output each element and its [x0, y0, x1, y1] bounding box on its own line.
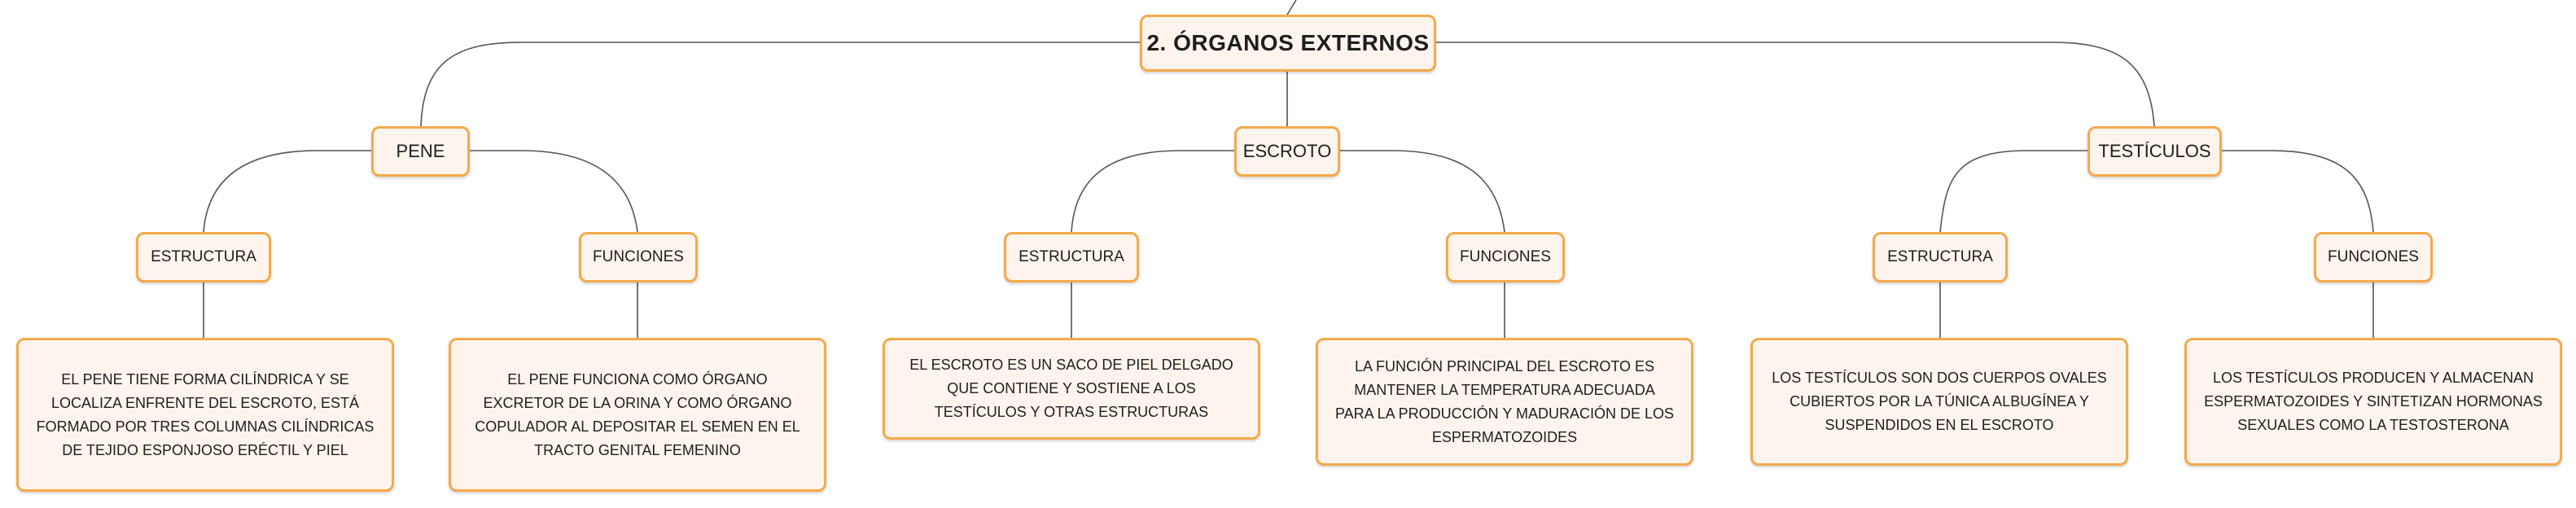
subtopic-label: ESTRUCTURA — [151, 248, 256, 265]
subtopic-pene-estructura[interactable]: ESTRUCTURA — [136, 232, 271, 282]
connector-testiculos-funciones — [2222, 150, 2374, 233]
subtopic-label: FUNCIONES — [1460, 248, 1551, 265]
detail-text: EL PENE TIENE FORMA CILÍNDRICA Y SE LOCA… — [36, 370, 375, 458]
root-label: 2. ÓRGANOS EXTERNOS — [1146, 30, 1430, 55]
connector-pene-estructura — [203, 150, 371, 233]
connector-root-testiculos — [1436, 42, 2155, 127]
detail-testiculos-funciones[interactable]: LOS TESTÍCULOS PRODUCEN Y ALMACENAN ESPE… — [2184, 338, 2562, 466]
subtopic-testiculos-estructura[interactable]: ESTRUCTURA — [1873, 232, 2008, 282]
connector-pene-funciones — [470, 150, 638, 233]
detail-escroto-estructura[interactable]: EL ESCROTO ES UN SACO DE PIEL DELGADO QU… — [883, 338, 1260, 440]
topic-label: PENE — [396, 141, 445, 161]
subtopic-escroto-estructura[interactable]: ESTRUCTURA — [1004, 232, 1139, 282]
detail-escroto-funciones[interactable]: LA FUNCIÓN PRINCIPAL DEL ESCROTO ES MANT… — [1316, 338, 1693, 466]
subtopic-label: ESTRUCTURA — [1019, 248, 1124, 265]
connector-root-parent — [1286, 0, 1297, 15]
subtopic-label: ESTRUCTURA — [1887, 248, 1993, 265]
detail-text: LOS TESTÍCULOS PRODUCEN Y ALMACENAN ESPE… — [2204, 370, 2543, 433]
root-node[interactable]: 2. ÓRGANOS EXTERNOS — [1140, 15, 1436, 72]
connector-escroto-funciones — [1340, 150, 1505, 233]
detail-text: EL PENE FUNCIONA COMO ÓRGANO EXCRETOR DE… — [475, 370, 800, 458]
topic-label: TESTÍCULOS — [2098, 141, 2211, 161]
subtopic-testiculos-funciones[interactable]: FUNCIONES — [2314, 232, 2433, 282]
connector-escroto-estructura — [1071, 150, 1234, 233]
subtopic-label: FUNCIONES — [2328, 248, 2419, 265]
detail-text: LA FUNCIÓN PRINCIPAL DEL ESCROTO ES MANT… — [1334, 357, 1675, 445]
topic-pene[interactable]: PENE — [371, 126, 470, 177]
subtopic-label: FUNCIONES — [593, 248, 684, 265]
subtopic-pene-funciones[interactable]: FUNCIONES — [579, 232, 698, 282]
subtopic-escroto-funciones[interactable]: FUNCIONES — [1446, 232, 1565, 282]
connector-testiculos-estructura — [1939, 150, 2088, 233]
detail-text: LOS TESTÍCULOS SON DOS CUERPOS OVALES CU… — [1772, 370, 2107, 433]
detail-testiculos-estructura[interactable]: LOS TESTÍCULOS SON DOS CUERPOS OVALES CU… — [1750, 338, 2128, 466]
topic-escroto[interactable]: ESCROTO — [1234, 126, 1340, 177]
detail-pene-estructura[interactable]: EL PENE TIENE FORMA CILÍNDRICA Y SE LOCA… — [16, 338, 394, 492]
detail-text: EL ESCROTO ES UN SACO DE PIEL DELGADO QU… — [909, 357, 1233, 420]
connector-root-pene — [420, 42, 1140, 127]
detail-pene-funciones[interactable]: EL PENE FUNCIONA COMO ÓRGANO EXCRETOR DE… — [449, 338, 826, 492]
topic-testiculos[interactable]: TESTÍCULOS — [2088, 126, 2222, 177]
topic-label: ESCROTO — [1242, 141, 1332, 161]
